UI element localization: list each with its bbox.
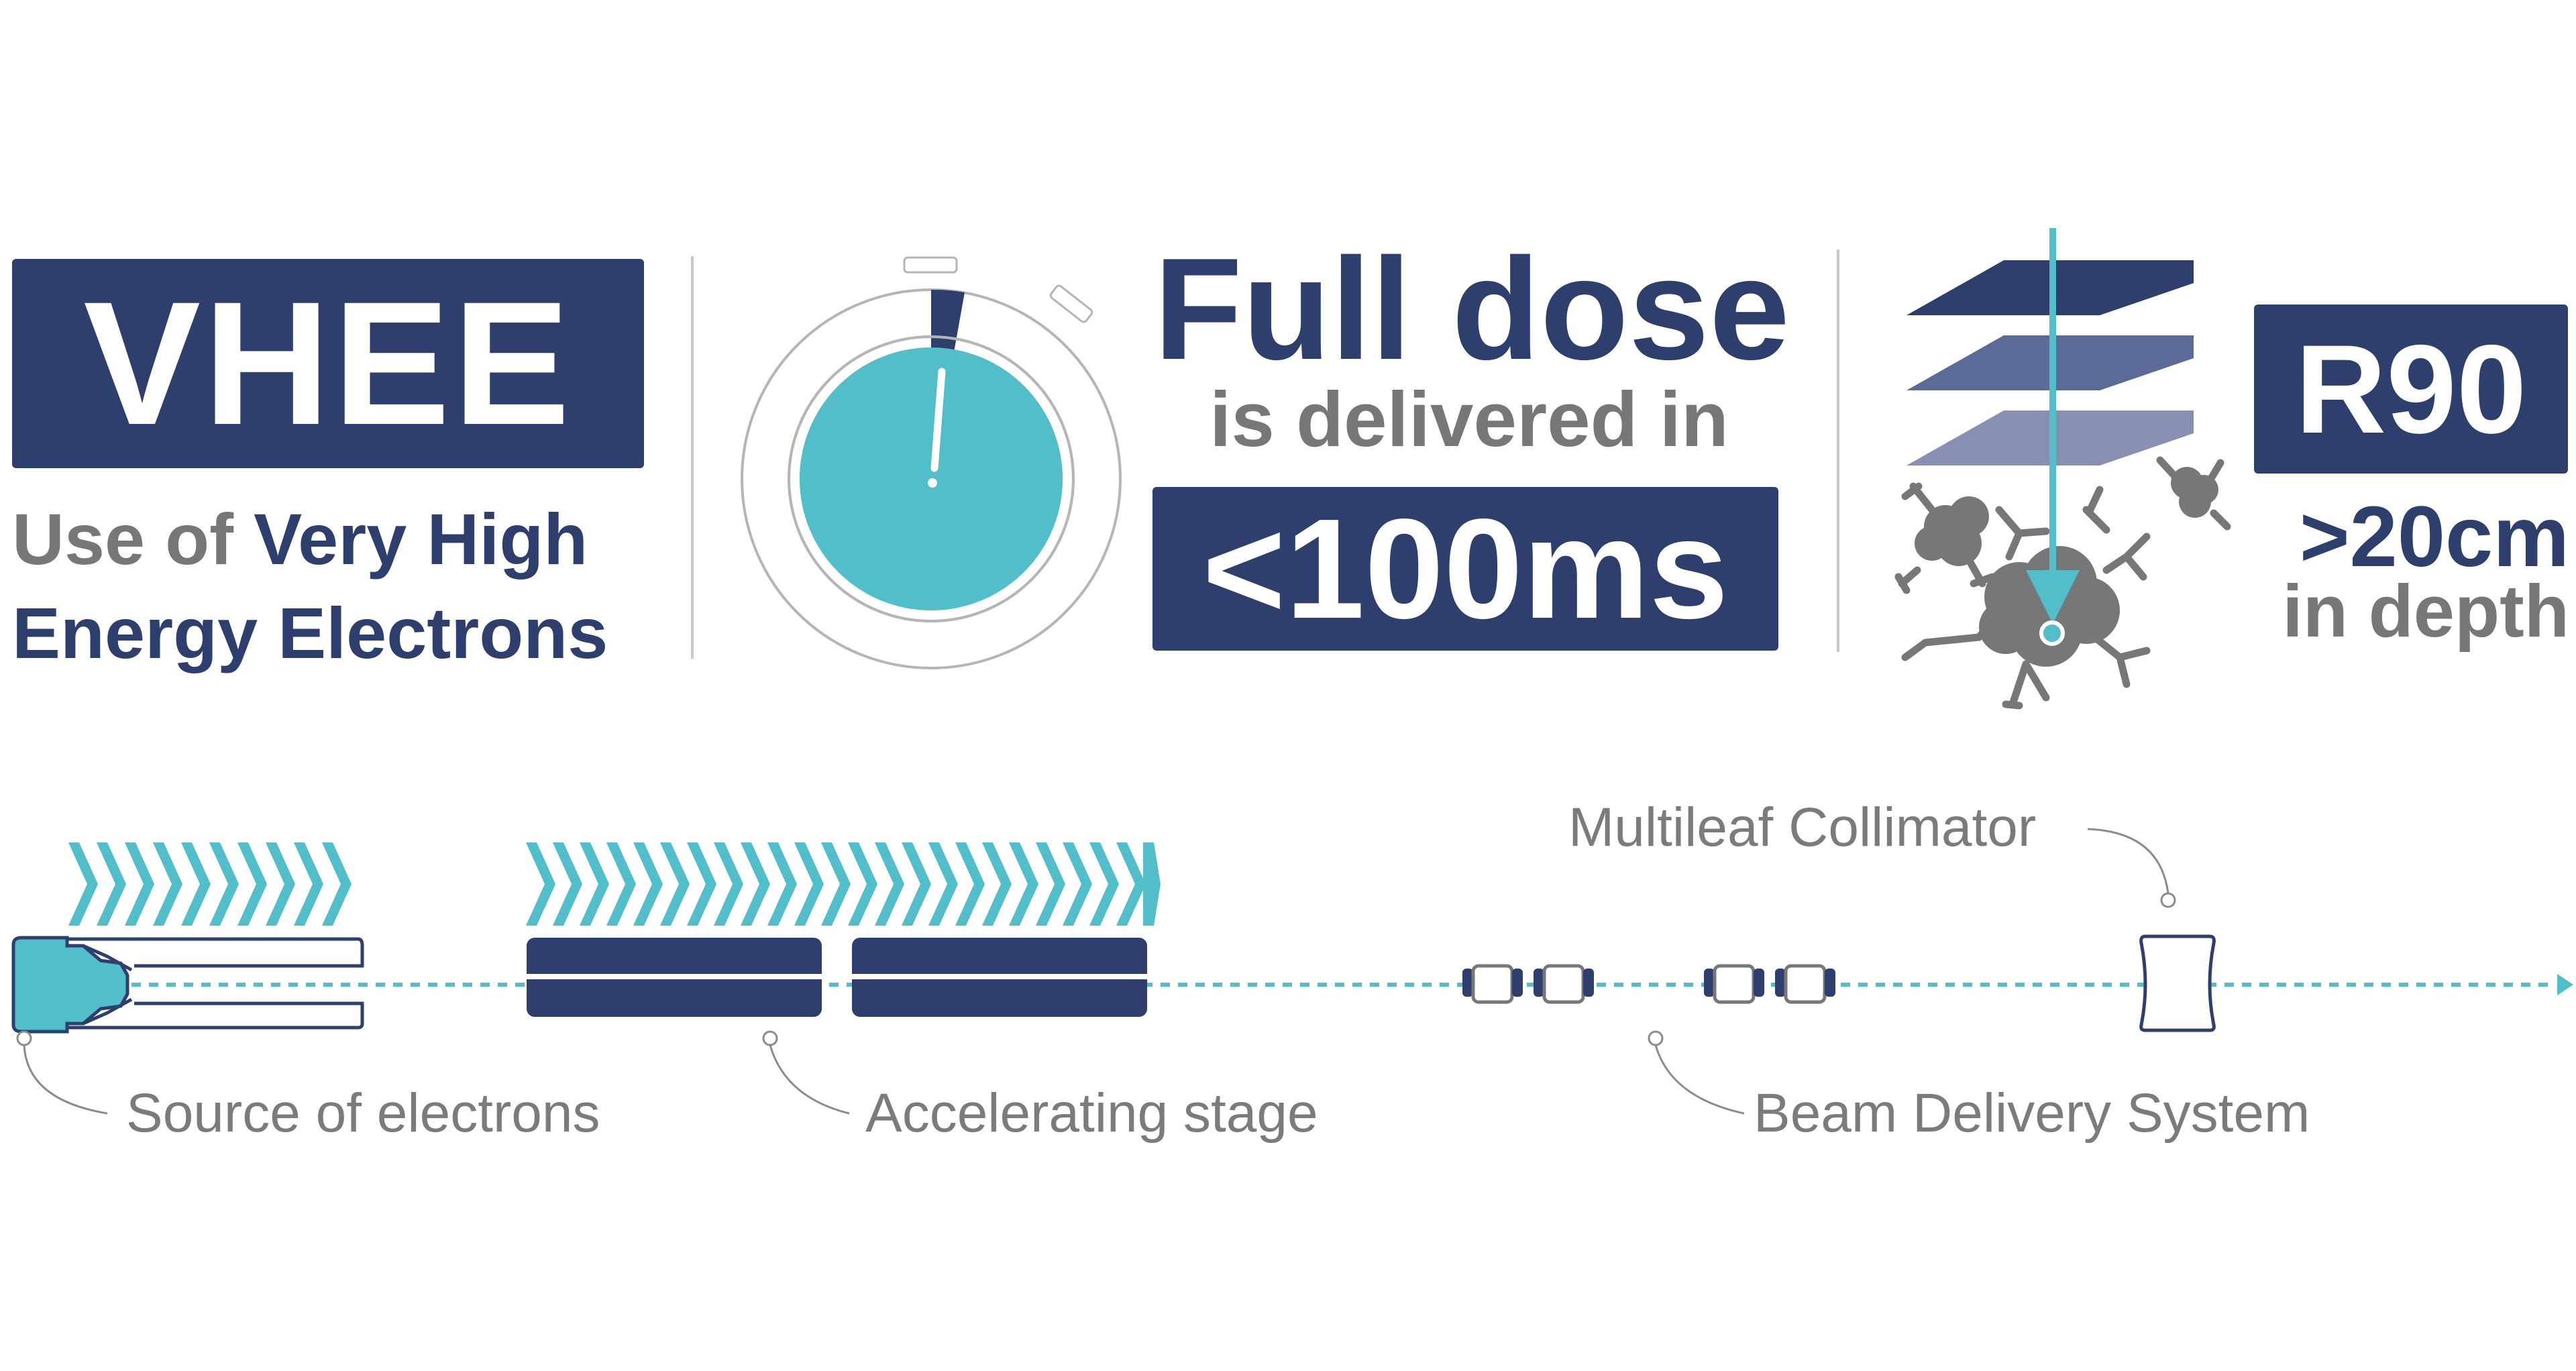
- vhee-title-box: VHEE: [12, 259, 644, 468]
- beam-delivery-system-label: Beam Delivery System: [1754, 1083, 2310, 1144]
- in-depth-text: in depth: [2282, 570, 2569, 653]
- multileaf-collimator: [2139, 934, 2216, 1032]
- chevron-arrows-icon-accelerator: [526, 842, 1161, 926]
- tissue-depth-illustration: [1894, 228, 2231, 710]
- time-box: <100ms: [1152, 487, 1778, 651]
- r90-box: R90: [2254, 305, 2568, 474]
- divider-right: [1837, 250, 1839, 652]
- full-dose-text: Full dose: [1154, 227, 1790, 390]
- use-of-line: Use of Very High: [12, 496, 656, 582]
- is-delivered-text: is delivered in: [1210, 376, 1729, 463]
- divider-left: [691, 256, 694, 659]
- accelerating-stage-label: Accelerating stage: [865, 1083, 1318, 1144]
- use-of-text: Use of: [12, 498, 234, 580]
- beam-delivery-magnets: [1462, 964, 1835, 1004]
- chevron-arrows-icon-source: [68, 842, 352, 926]
- source-of-electrons-label: Source of electrons: [126, 1083, 600, 1144]
- stopwatch-icon: [741, 256, 1122, 669]
- electron-source: [11, 936, 364, 1034]
- multileaf-collimator-label: Multileaf Collimator: [1568, 797, 2037, 858]
- cells-icon: [1915, 467, 2218, 667]
- accelerator-blocks: [527, 938, 1147, 1017]
- very-high-text: Very High: [254, 498, 588, 580]
- depth-value-text: >20cm: [2299, 489, 2569, 585]
- energy-electrons-text: Energy Electrons: [12, 592, 608, 673]
